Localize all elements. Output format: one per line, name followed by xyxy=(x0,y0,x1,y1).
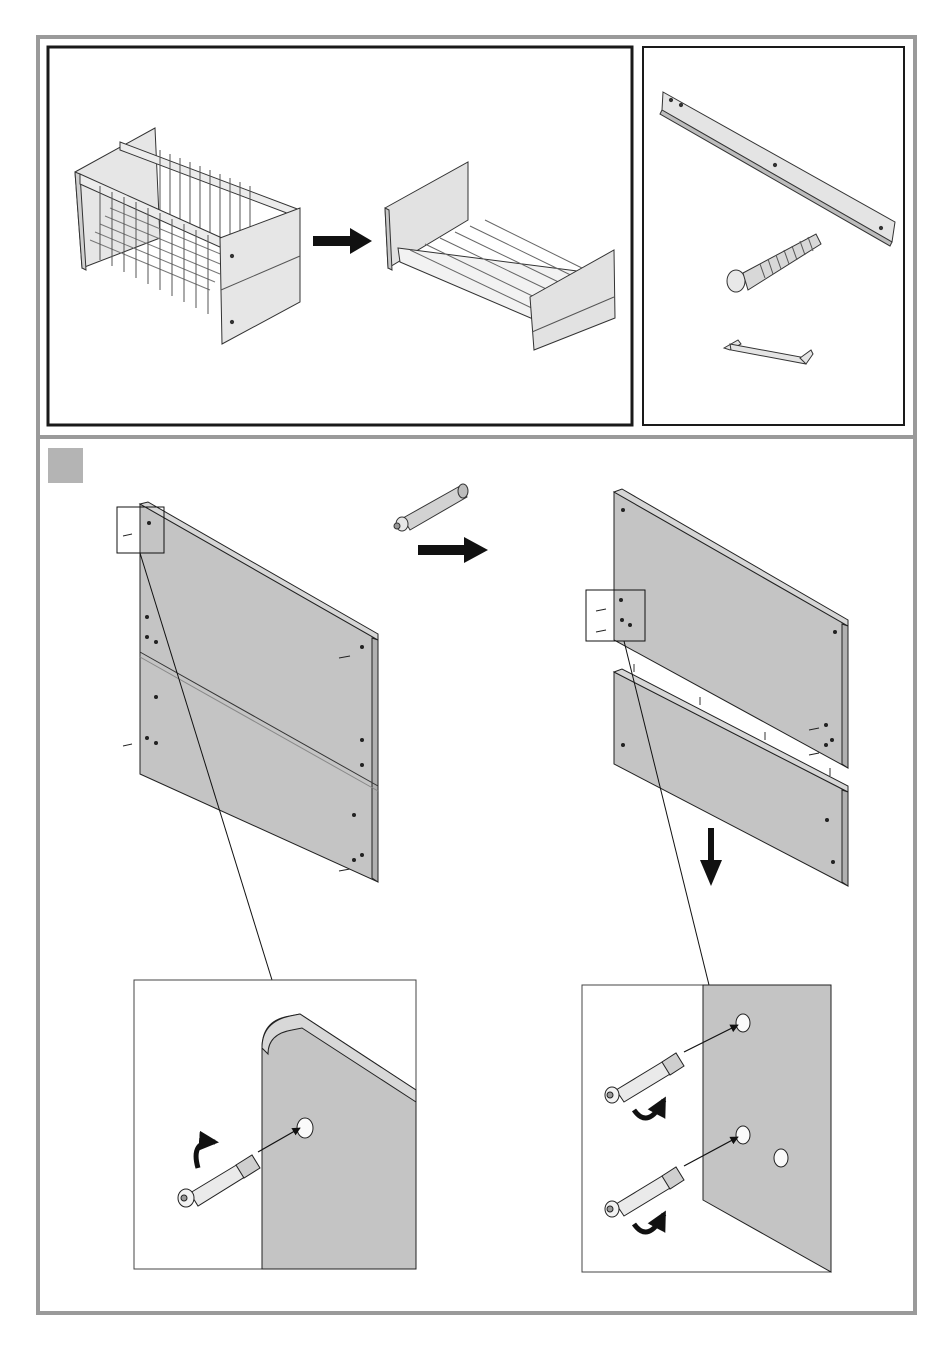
step-badge xyxy=(48,448,83,483)
cam-dowel-icon xyxy=(394,484,468,531)
arrow-right-icon xyxy=(418,537,488,563)
arrow-down-icon xyxy=(700,828,722,886)
headboard-panel-left xyxy=(123,502,378,882)
